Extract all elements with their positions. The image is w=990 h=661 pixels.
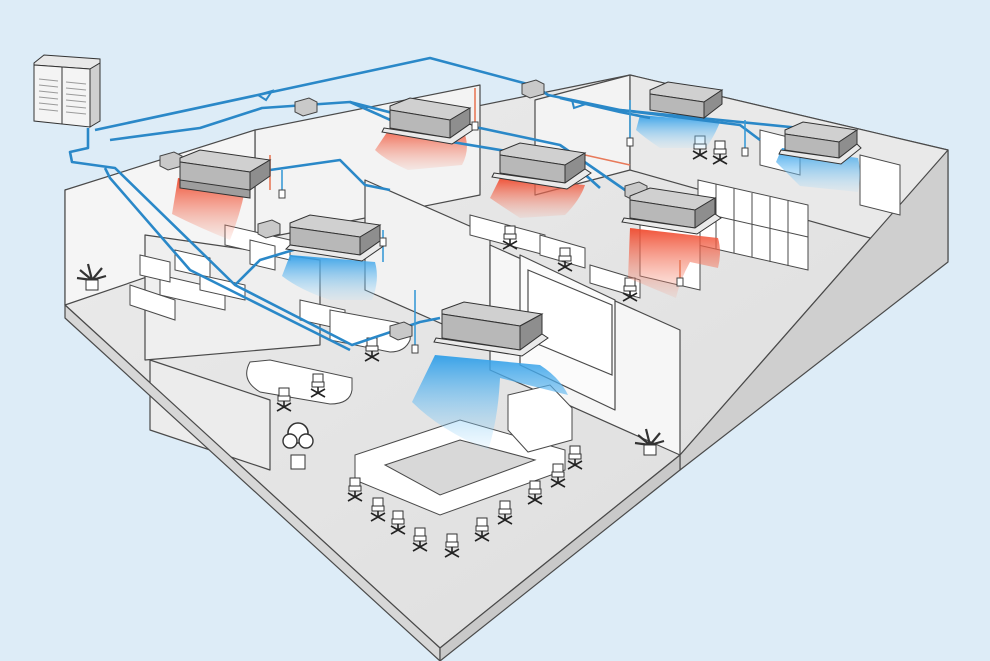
branch-selector-box-icon	[390, 322, 412, 340]
wall-controller-icon	[472, 122, 478, 130]
wall-controller-icon	[627, 138, 633, 146]
wall-controller-icon	[279, 190, 285, 198]
branch-selector-box-icon	[295, 98, 317, 116]
branch-selector-box-icon	[258, 220, 280, 238]
wall-controller-icon	[380, 238, 386, 246]
branch-selector-box-icon	[160, 152, 182, 170]
wall-controller-icon	[742, 148, 748, 156]
wall-controller-icon	[412, 345, 418, 353]
vrf-outdoor-condenser-icon	[34, 55, 100, 127]
branch-selector-box-icon	[522, 80, 544, 98]
wall-controller-icon	[677, 278, 683, 286]
